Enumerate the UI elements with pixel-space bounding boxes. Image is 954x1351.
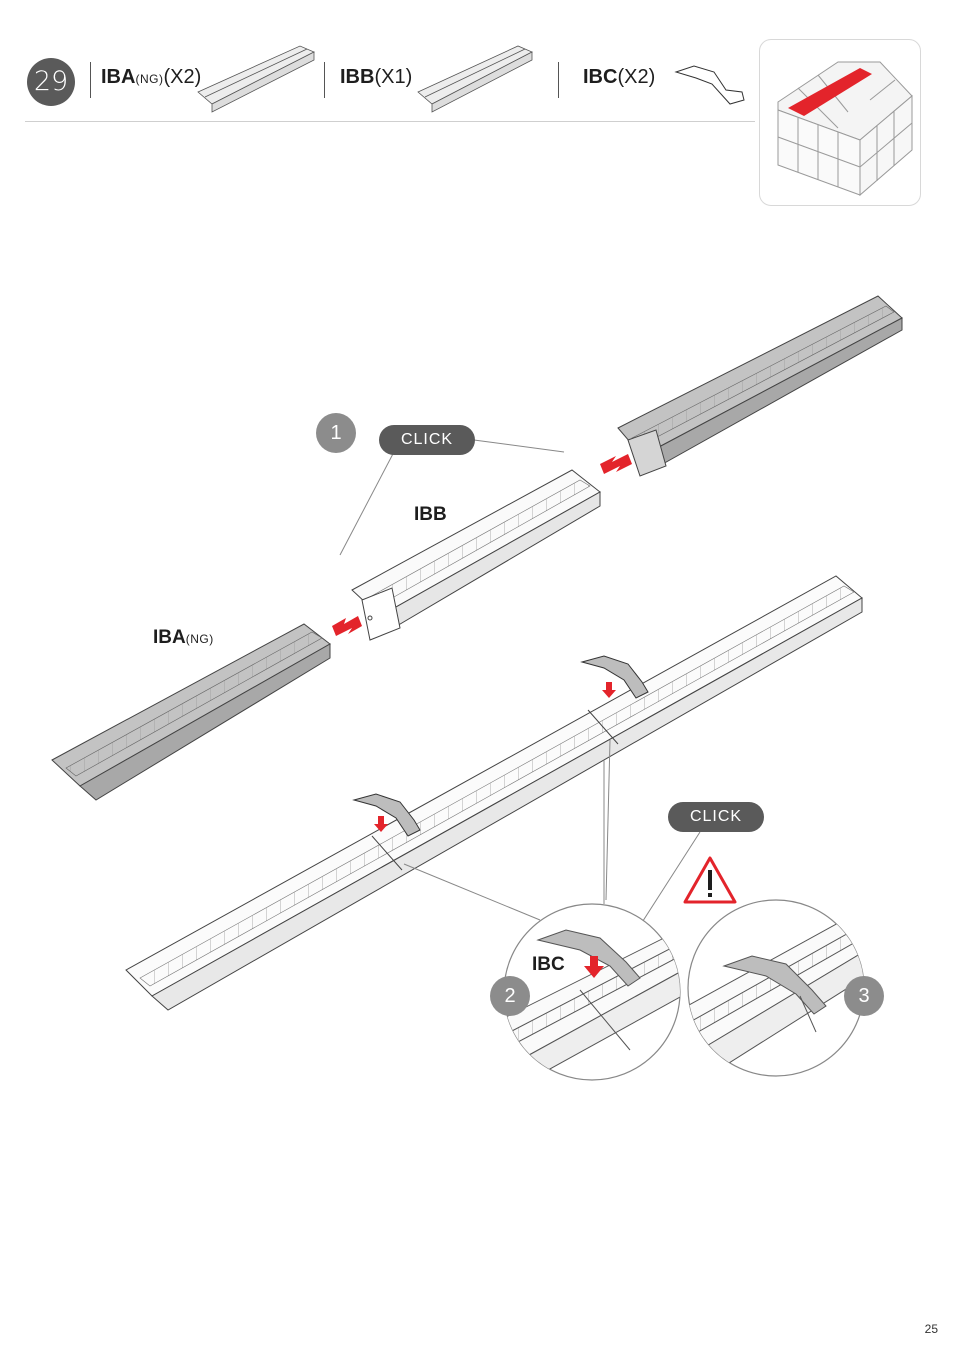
clip-down-arrow-right: [602, 682, 616, 698]
ibb-thumbnail: [417, 45, 533, 113]
insert-arrow-left: [332, 616, 362, 636]
header-divider: [25, 121, 755, 122]
ibc-clip-right: [580, 655, 649, 699]
label-ibc: IBC: [532, 954, 565, 975]
part-label-iba: IBA(NG)(X2): [101, 66, 202, 88]
step-number-badge: 29: [27, 58, 75, 106]
page-number: 25: [924, 1322, 938, 1336]
detail-circle-3: [687, 899, 865, 1077]
step-circle-2: 2: [490, 976, 530, 1016]
iba-beam-lower-left: [51, 623, 331, 801]
insert-arrow-right: [600, 454, 632, 474]
click-callout-bottom: CLICK: [668, 802, 764, 832]
part-separator: [324, 62, 325, 98]
part-label-ibb: IBB(X1): [340, 66, 413, 88]
warning-triangle-icon: [683, 856, 737, 904]
part-separator: [558, 62, 559, 98]
detail-circle-2: [503, 903, 681, 1081]
label-iba: IBA(NG): [153, 627, 214, 648]
greenhouse-overview-illustration: [777, 61, 913, 197]
greenhouse-overview: [759, 39, 921, 206]
click-callout-top: CLICK: [379, 425, 475, 455]
assembled-ridge-beam: [125, 575, 863, 1011]
part-separator: [90, 62, 91, 98]
iba-thumbnail: [197, 45, 315, 113]
part-label-ibc: IBC(X2): [583, 66, 656, 88]
iba-beam-upper-right: [617, 295, 903, 477]
label-ibb: IBB: [414, 504, 447, 525]
step-circle-1: 1: [316, 413, 356, 453]
ibb-beam: [351, 469, 601, 641]
ibc-thumbnail: [674, 65, 745, 105]
step-circle-3: 3: [844, 976, 884, 1016]
clip-down-arrow-left: [374, 816, 388, 832]
ibc-clip-left: [352, 793, 421, 837]
